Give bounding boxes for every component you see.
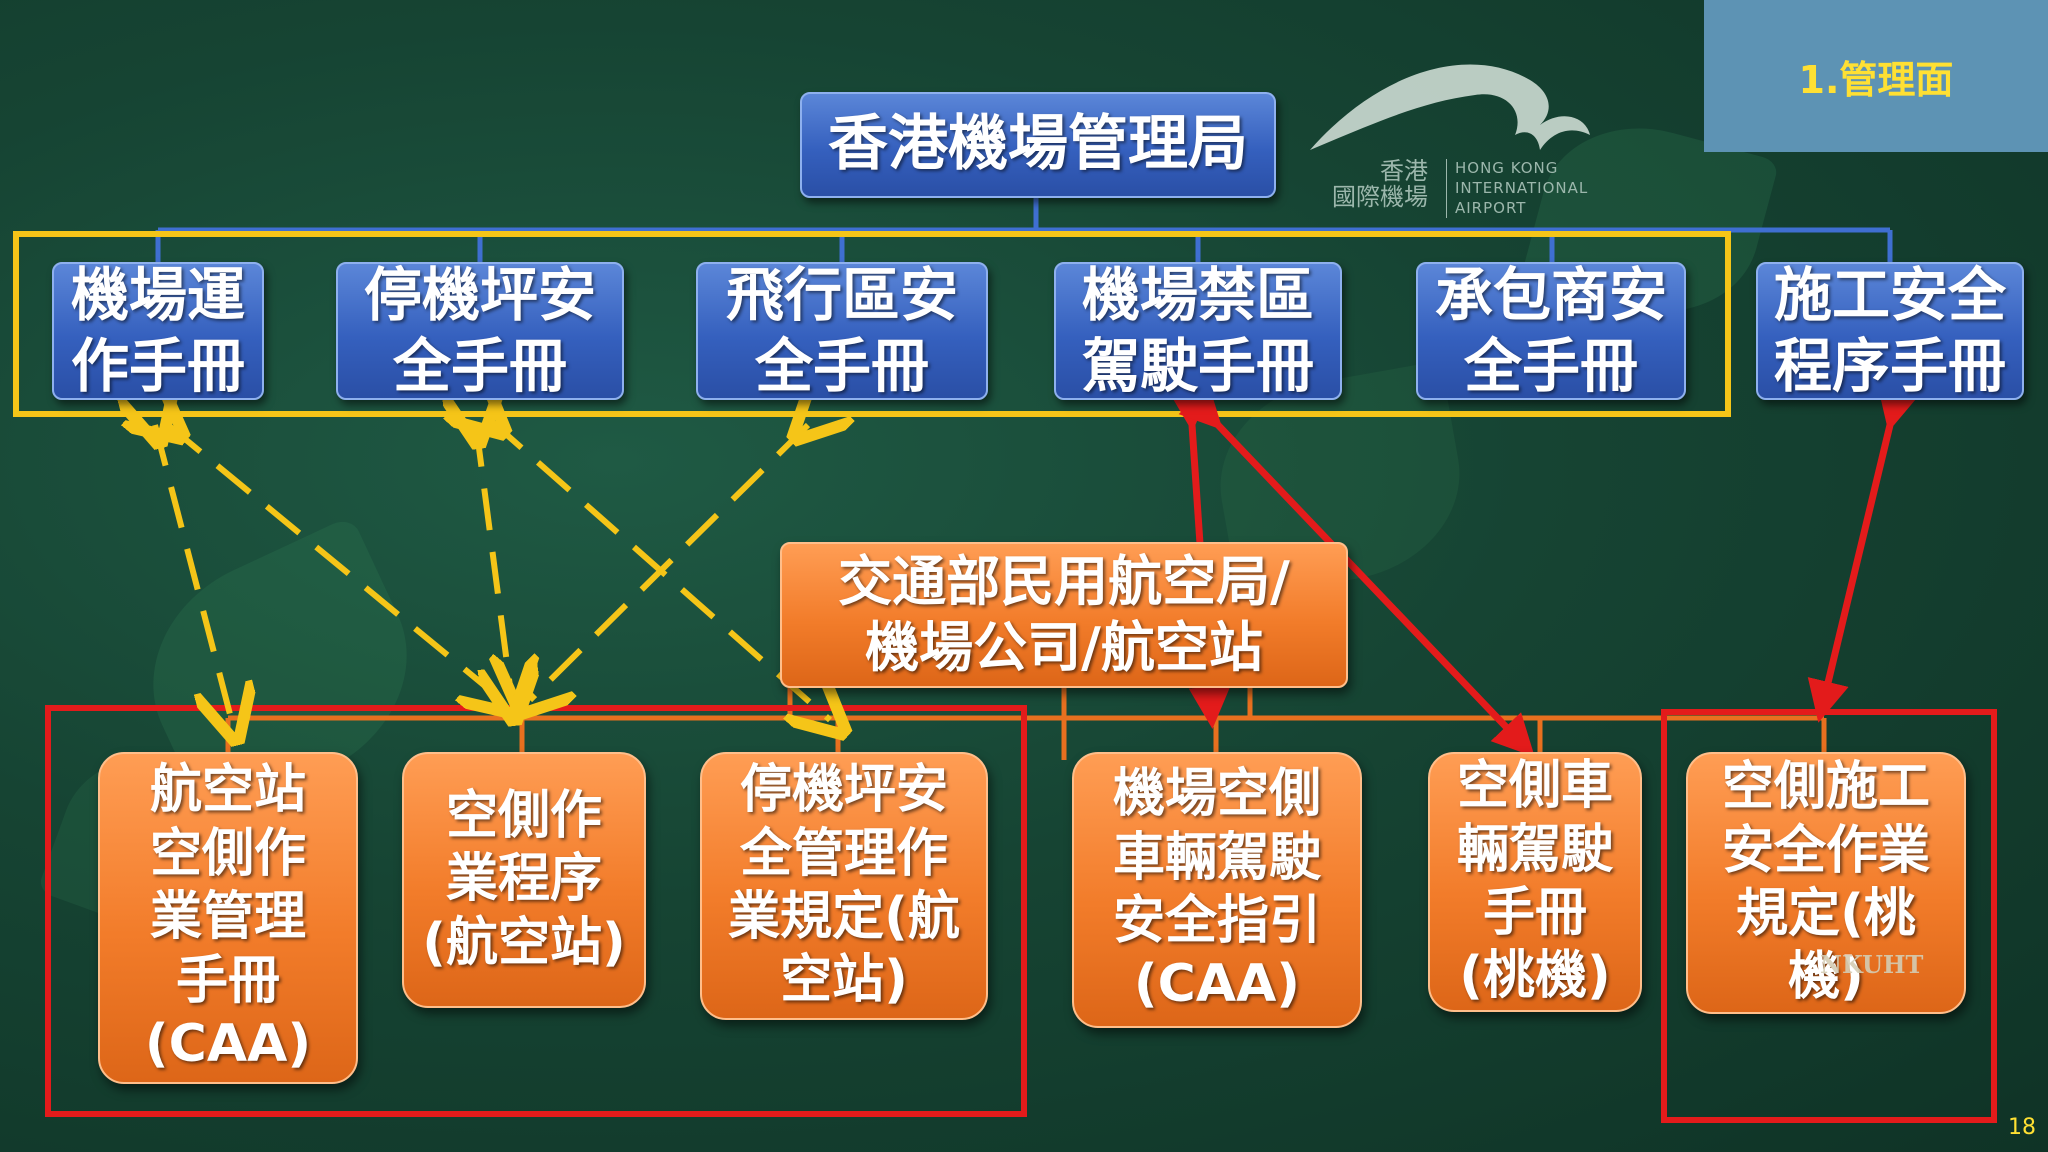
manual-airfield-safety: 飛行區安 全手冊: [696, 261, 988, 400]
nkuht-seal-logo: NKUHT: [1820, 950, 1924, 979]
yellow-dashed-arrows: [155, 420, 830, 722]
logo-name-zh: 香港國際機場: [1332, 157, 1428, 212]
section-label: 1.管理面: [1704, 0, 2048, 152]
manual-contractor-safety: 承包商安 全手冊: [1416, 261, 1686, 400]
manuals-highlight-frame: [13, 231, 1731, 417]
regulation-apron-safety-management: 停機坪安 全管理作 業規定(航 空站): [700, 752, 988, 1020]
airport-authority-box: 香港機場管理局: [800, 92, 1276, 198]
regulation-airside-construction-safety: 空側施工 安全作業 規定(桃 機): [1686, 752, 1966, 1014]
tree-connector-blue: [155, 198, 1893, 262]
page-number: 18: [2008, 1115, 2036, 1140]
regulation-airside-vehicle-driving-manual: 空側車 輛駕駛 手冊 (桃機): [1428, 752, 1642, 1012]
regulation-airside-vehicle-driving-guide: 機場空側 車輛駕駛 安全指引 (CAA): [1072, 752, 1362, 1028]
regulation-airside-operations-manual: 航空站 空側作 業管理 手冊 (CAA): [98, 752, 358, 1084]
manual-construction-safety: 施工安全 程序手冊: [1756, 261, 2024, 400]
aviation-authority-box: 交通部民用航空局/ 機場公司/航空站: [780, 542, 1348, 688]
airport-logo-icon: [1310, 64, 1590, 150]
manual-apron-safety: 停機坪安 全手冊: [336, 261, 624, 400]
manual-airport-operations: 機場運 作手冊: [52, 261, 264, 400]
manual-restricted-area-driving: 機場禁區 駕駛手冊: [1054, 261, 1342, 400]
regulation-airside-procedures: 空側作 業程序 (航空站): [402, 752, 646, 1008]
